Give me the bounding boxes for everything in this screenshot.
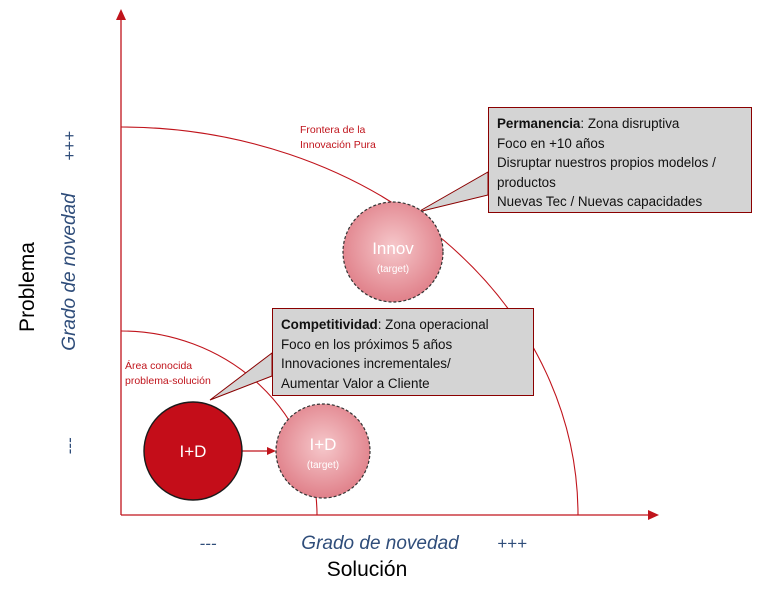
- permanencia-callout-pointer: [417, 171, 489, 213]
- competitividad-line-3: Aumentar Valor a Cliente: [281, 375, 430, 391]
- id-label: I+D: [180, 442, 207, 461]
- outer-frontier-curve: [120, 126, 579, 516]
- x-axis-novelty: Grado de novedad: [301, 533, 460, 554]
- y-axis-low: ---: [60, 437, 79, 454]
- progression-arrow-head: [267, 447, 276, 455]
- y-axis-high: +++: [60, 131, 79, 161]
- permanencia-title-rest: : Zona disruptiva: [580, 116, 680, 131]
- permanencia-line-1: Foco en +10 años: [497, 135, 605, 151]
- id-target-label: I+D: [310, 435, 337, 454]
- frontier-label-line2: Innovación Pura: [300, 139, 376, 151]
- x-axis-title: Solución: [327, 558, 408, 581]
- permanencia-title: Permanencia: [497, 116, 581, 131]
- frontier-label-line1: Frontera de la: [300, 124, 366, 136]
- competitividad-line-2: Innovaciones incrementales/: [281, 356, 451, 371]
- id-target-circle: I+D (target): [275, 403, 371, 499]
- x-axis-high: +++: [497, 534, 527, 553]
- competitividad-callout: Competitividad: Zona operacional Foco en…: [272, 308, 534, 396]
- permanencia-line-3: productos: [497, 174, 556, 190]
- permanencia-line-4: Nuevas Tec / Nuevas capacidades: [497, 194, 703, 209]
- permanencia-callout: Permanencia: Zona disruptiva Foco en +10…: [488, 107, 752, 213]
- x-axis-arrow: [648, 510, 659, 520]
- y-axis-novelty: Grado de novedad: [59, 192, 80, 351]
- y-axis-arrow: [116, 9, 126, 20]
- innov-label: Innov: [372, 239, 414, 258]
- competitividad-title: Competitividad: [281, 317, 378, 332]
- permanencia-line-2: Disruptar nuestros propios modelos /: [497, 155, 716, 170]
- id-circle: I+D: [143, 401, 243, 501]
- known-area-label-line1: Área conocida: [125, 359, 192, 372]
- known-area-label-line2: problema-solución: [125, 375, 211, 387]
- competitividad-callout-pointer: [209, 351, 273, 401]
- competitividad-title-rest: : Zona operacional: [377, 317, 489, 332]
- x-axis-low: ---: [200, 534, 217, 553]
- competitividad-line-1: Foco en los próximos 5 años: [281, 336, 453, 352]
- innov-sub-label: (target): [377, 264, 409, 275]
- id-target-sub-label: (target): [307, 460, 339, 471]
- y-axis-title: Problema: [16, 242, 39, 332]
- innov-target-circle: Innov (target): [342, 201, 444, 303]
